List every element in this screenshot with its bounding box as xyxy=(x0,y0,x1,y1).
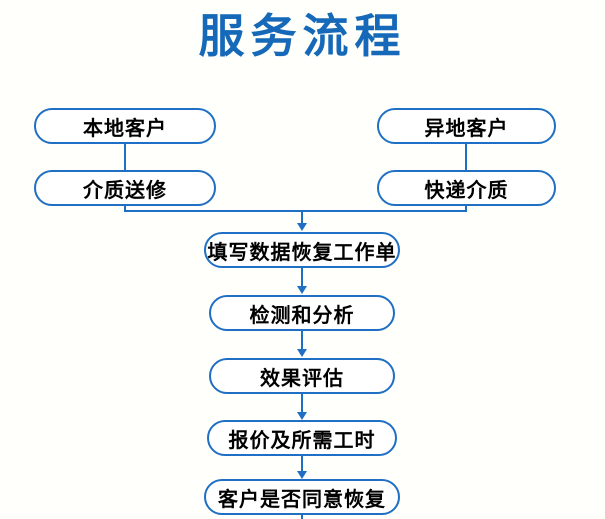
connector-effect-evaluation-to-quote-and-hours xyxy=(301,394,303,413)
connector-remote-customer-to-courier-media xyxy=(465,144,467,170)
node-effect-evaluation[interactable]: 效果评估 xyxy=(209,358,395,394)
connector-inspect-analyze-to-effect-evaluation xyxy=(301,331,303,350)
node-label: 异地客户 xyxy=(424,115,509,140)
arrowhead-icon xyxy=(297,412,307,420)
node-label: 填写数据恢复工作单 xyxy=(207,239,397,264)
connector-left-branch-drop xyxy=(124,206,126,212)
node-remote-customer[interactable]: 异地客户 xyxy=(377,108,556,144)
connector-right-branch-drop xyxy=(465,206,467,212)
connector-customer-approval-outgoing xyxy=(301,515,303,519)
node-label: 客户是否同意恢复 xyxy=(218,486,386,511)
arrowhead-icon xyxy=(297,471,307,479)
arrowhead-icon xyxy=(297,349,307,357)
node-label: 介质送修 xyxy=(83,177,167,202)
node-label: 快递介质 xyxy=(424,177,509,202)
node-local-customer[interactable]: 本地客户 xyxy=(34,108,216,144)
page-title: 服务流程 xyxy=(198,9,407,63)
connector-local-customer-to-deliver-media xyxy=(124,144,126,170)
node-label: 效果评估 xyxy=(260,365,344,390)
node-deliver-media[interactable]: 介质送修 xyxy=(34,170,216,206)
connector-merge-bar xyxy=(124,210,467,212)
connector-merge-to-fill-work-order xyxy=(301,210,303,225)
node-quote-and-hours[interactable]: 报价及所需工时 xyxy=(207,420,397,456)
arrowhead-icon xyxy=(297,223,307,231)
node-inspect-analyze[interactable]: 检测和分析 xyxy=(209,295,395,331)
node-customer-approval[interactable]: 客户是否同意恢复 xyxy=(204,479,400,515)
node-label: 检测和分析 xyxy=(249,302,355,327)
connector-quote-and-hours-to-customer-approval xyxy=(301,456,303,473)
node-label: 报价及所需工时 xyxy=(228,427,376,452)
connector-fill-work-order-to-inspect-analyze xyxy=(301,268,303,287)
arrowhead-icon xyxy=(297,286,307,294)
node-label: 本地客户 xyxy=(83,115,167,140)
node-fill-work-order[interactable]: 填写数据恢复工作单 xyxy=(204,232,400,268)
node-courier-media[interactable]: 快递介质 xyxy=(377,170,556,206)
